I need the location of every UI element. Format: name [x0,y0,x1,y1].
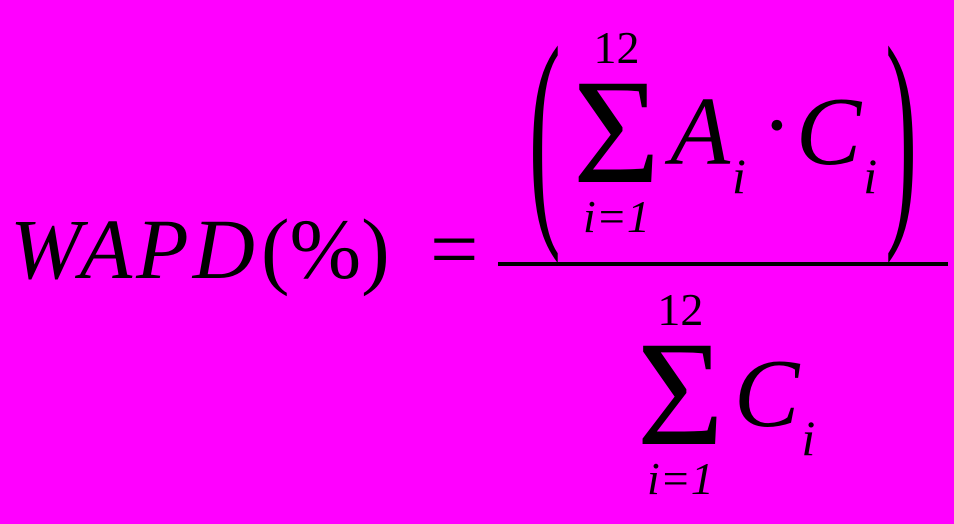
term-c-subscript-numerator: i [863,148,878,204]
term-c-sub-i-numerator: C i [795,78,877,201]
equals-sign: = [430,201,479,297]
numerator-sum: 12 Σ i=1 [572,21,661,242]
lhs-variable: WAPD [10,201,259,297]
denominator-sum: 12 Σ i=1 [636,283,725,504]
open-paren: ( [528,0,561,265]
denominator-sum-lower-limit: i=1 [646,452,714,504]
term-c-base-numerator: C [795,78,862,186]
fraction: ( 12 Σ i=1 A i · C i ) 12 Σ [498,2,948,522]
sigma-icon: Σ [572,48,661,215]
term-c-sub-i-denominator: C i [734,340,815,463]
denominator-sum-upper-limit: 12 [657,283,704,335]
fraction-bar [498,262,948,266]
lhs-percent-args: (%) [260,201,390,297]
term-a-subscript: i [732,148,746,204]
denominator: 12 Σ i=1 C i [498,266,948,522]
sum-lower-limit: i=1 [583,190,650,242]
close-paren: ) [885,0,918,265]
denominator-sigma-icon: Σ [636,310,725,477]
multiplication-dot: · [761,76,792,175]
term-a-sub-i: A i [670,78,746,201]
term-a-base: A [670,78,730,186]
numerator: ( 12 Σ i=1 A i · C i ) [498,2,948,262]
sum-upper-limit: 12 [593,21,640,73]
term-c-base-denominator: C [734,340,800,448]
formula-lhs: WAPD (%) [10,206,390,292]
term-c-subscript-denominator: i [801,410,816,466]
